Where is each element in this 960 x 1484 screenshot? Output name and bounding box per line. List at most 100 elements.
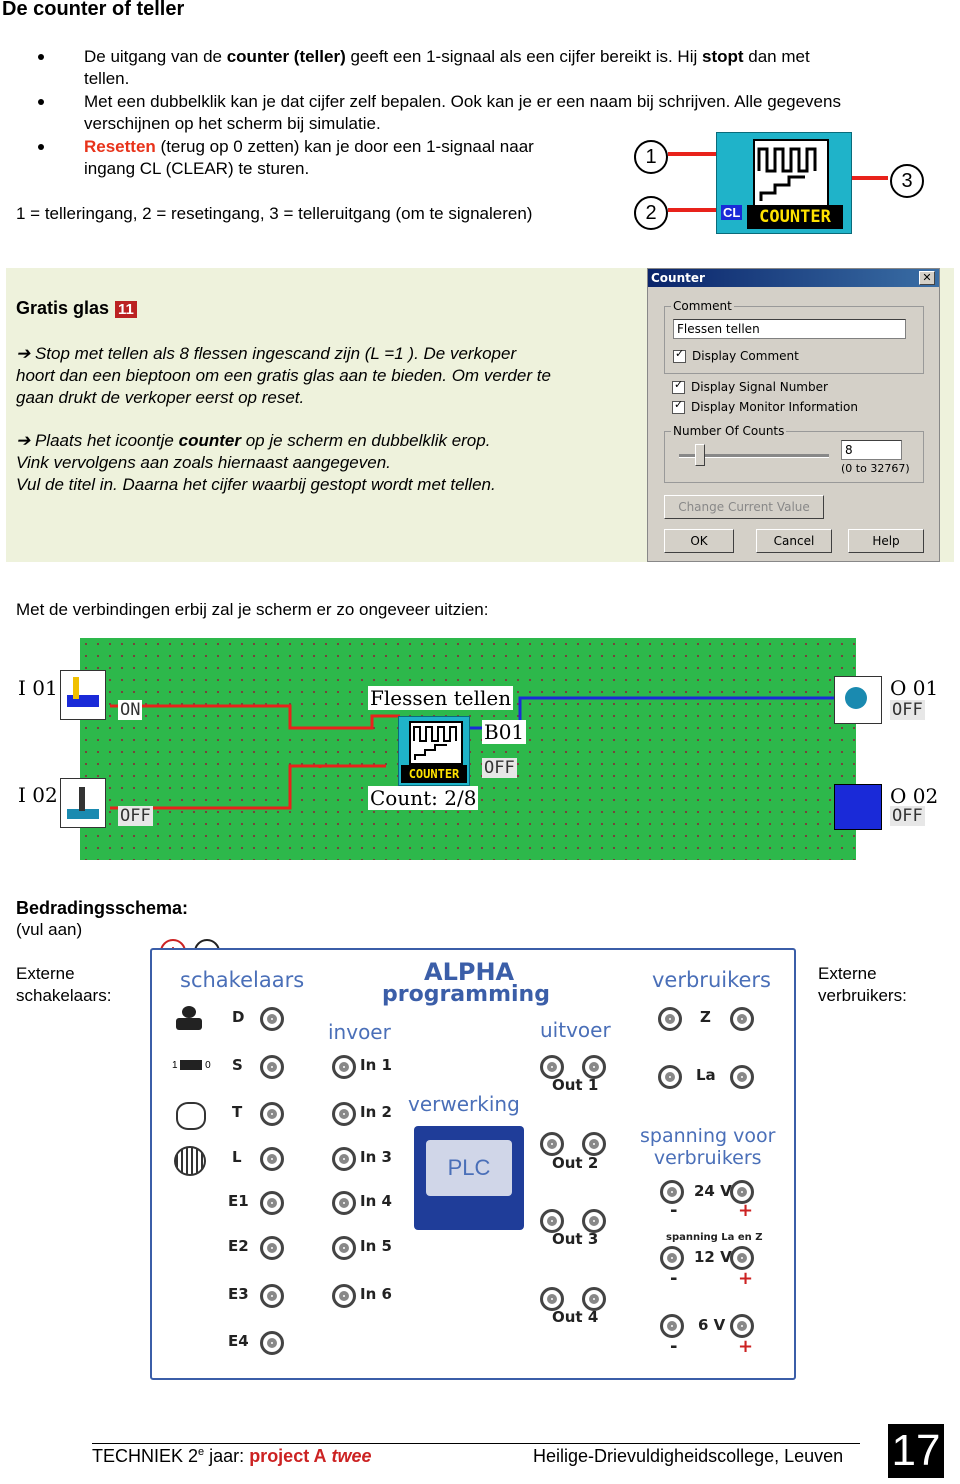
display-monitor-checkbox[interactable]: Display Monitor Information: [672, 398, 858, 414]
comment-label: Comment: [671, 299, 734, 313]
terminal-z-b[interactable]: [730, 1007, 754, 1031]
terminal-in4[interactable]: [332, 1191, 356, 1215]
terminal-out4-a[interactable]: [540, 1287, 564, 1311]
text: op je scherm en dubbelklik erop.: [240, 431, 491, 450]
page-title: De counter of teller: [2, 0, 185, 20]
terminal-l[interactable]: [260, 1147, 284, 1171]
output-2-lamp-icon[interactable]: [834, 784, 882, 830]
text: Plaats het icoontje: [34, 431, 179, 450]
comment-group: Comment Flessen tellen Display Comment: [664, 299, 924, 374]
terminal-out4-b[interactable]: [582, 1287, 606, 1311]
terminal-out1-b[interactable]: [582, 1055, 606, 1079]
brand-alpha: ALPHA: [424, 958, 515, 986]
sim-block-state: OFF: [482, 758, 517, 778]
counter-label: COUNTER: [747, 205, 843, 229]
terminal-la-b[interactable]: [730, 1065, 754, 1089]
ok-button[interactable]: OK: [664, 529, 734, 553]
output-label-1: Out 1: [552, 1076, 599, 1094]
text: 1: [172, 1060, 178, 1071]
text: Stop met tellen als 8 flessen ingescand …: [34, 344, 517, 363]
switch-input-2-icon[interactable]: [60, 778, 106, 828]
terminal-la-a[interactable]: [658, 1065, 682, 1089]
plus-sign: +: [738, 1200, 754, 1221]
terminal-e1[interactable]: [260, 1191, 284, 1215]
cancel-button[interactable]: Cancel: [756, 529, 832, 553]
footer-right: Heilige-Drievuldigheidscollege, Leuven: [533, 1446, 844, 1466]
switch-label-e2: E2: [228, 1237, 249, 1255]
terminal-s[interactable]: [260, 1055, 284, 1079]
page-number: 17: [888, 1424, 944, 1478]
switch-label-s: S: [232, 1056, 243, 1074]
terminal-out2-b[interactable]: [582, 1132, 606, 1156]
sim-intro: Met de verbindingen erbij zal je scherm …: [16, 600, 489, 619]
input-label-3: In 3: [360, 1148, 392, 1166]
terminal-in1[interactable]: [332, 1055, 356, 1079]
text-bold: counter (teller): [226, 47, 346, 66]
switch-label-e4: E4: [228, 1332, 249, 1350]
switch-label-e1: E1: [228, 1192, 249, 1210]
terminal-in2[interactable]: [332, 1102, 356, 1126]
counts-slider-thumb[interactable]: [695, 444, 705, 466]
terminal-6v-plus[interactable]: [730, 1314, 754, 1338]
terminal-out2-a[interactable]: [540, 1132, 564, 1156]
terminal-out1-a[interactable]: [540, 1055, 564, 1079]
terminal-out3-b[interactable]: [582, 1209, 606, 1233]
counts-group: Number Of Counts 8 (0 to 32767): [664, 424, 924, 483]
counts-label: Number Of Counts: [671, 424, 787, 438]
close-icon[interactable]: ✕: [919, 271, 935, 285]
footer-left: TECHNIEK 2e jaar: project A twee: [92, 1446, 372, 1467]
display-comment-checkbox[interactable]: Display Comment: [673, 347, 799, 363]
input-label-4: In 4: [360, 1192, 392, 1210]
terminal-24v-plus[interactable]: [730, 1180, 754, 1204]
help-button[interactable]: Help: [848, 529, 924, 553]
sim-block-id: B01: [482, 720, 527, 744]
task-paragraph-1: ➔ Stop met tellen als 8 flessen ingescan…: [16, 343, 636, 409]
text: Externe: [818, 964, 877, 983]
sim-output-1-label: O 01: [890, 676, 939, 700]
verwerking-header: verwerking: [408, 1092, 520, 1116]
terminal-in6[interactable]: [332, 1284, 356, 1308]
terminal-z-a[interactable]: [658, 1007, 682, 1031]
terminal-in3[interactable]: [332, 1147, 356, 1171]
terminal-e3[interactable]: [260, 1284, 284, 1308]
output-label-3: Out 3: [552, 1230, 599, 1248]
dialog-title: Counter: [651, 271, 705, 285]
change-value-button[interactable]: Change Current Value: [664, 495, 824, 519]
text: Vink vervolgens aan zoals hiernaast aang…: [16, 453, 391, 472]
sim-output-2-label: O 02: [890, 784, 939, 808]
legend-line: 1 = telleringang, 2 = resetingang, 3 = t…: [16, 204, 533, 223]
terminal-6v-minus[interactable]: [660, 1314, 684, 1338]
switch-input-1-icon[interactable]: [60, 670, 106, 720]
counter-graphic: [753, 139, 829, 207]
terminal-d[interactable]: [260, 1007, 284, 1031]
bullet-dot: [38, 144, 44, 150]
sim-output-1-state: OFF: [890, 700, 925, 720]
counts-input[interactable]: 8: [841, 440, 902, 460]
voltage-12v: 12 V: [694, 1248, 732, 1266]
text: tellen.: [84, 69, 130, 88]
switch-label-e3: E3: [228, 1285, 249, 1303]
counts-slider-track[interactable]: [679, 454, 829, 458]
sim-counter-block[interactable]: COUNTER: [398, 716, 470, 786]
sim-comment: Flessen tellen: [368, 686, 514, 710]
terminal-24v-minus[interactable]: [660, 1180, 684, 1204]
terminal-e4[interactable]: [260, 1331, 284, 1355]
terminal-12v-minus[interactable]: [660, 1246, 684, 1270]
checkbox-icon: [672, 378, 685, 394]
minus-sign: -: [670, 1268, 678, 1289]
callout-2: 2: [634, 196, 668, 230]
voltage-24v: 24 V: [694, 1182, 732, 1200]
callout-1: 1: [634, 140, 668, 174]
terminal-in5[interactable]: [332, 1236, 356, 1260]
terminal-out3-a[interactable]: [540, 1209, 564, 1233]
terminal-12v-plus[interactable]: [730, 1246, 754, 1270]
text: hoort dan een bieptoon om een gratis gla…: [16, 366, 551, 385]
arrow-icon: ➔: [16, 344, 35, 363]
terminal-e2[interactable]: [260, 1236, 284, 1260]
output-1-speaker-icon[interactable]: [834, 676, 882, 724]
comment-input[interactable]: Flessen tellen: [673, 319, 906, 339]
display-signal-checkbox[interactable]: Display Signal Number: [672, 378, 828, 394]
minus-sign: -: [670, 1336, 678, 1357]
terminal-t[interactable]: [260, 1102, 284, 1126]
text-bold: stopt: [702, 47, 744, 66]
